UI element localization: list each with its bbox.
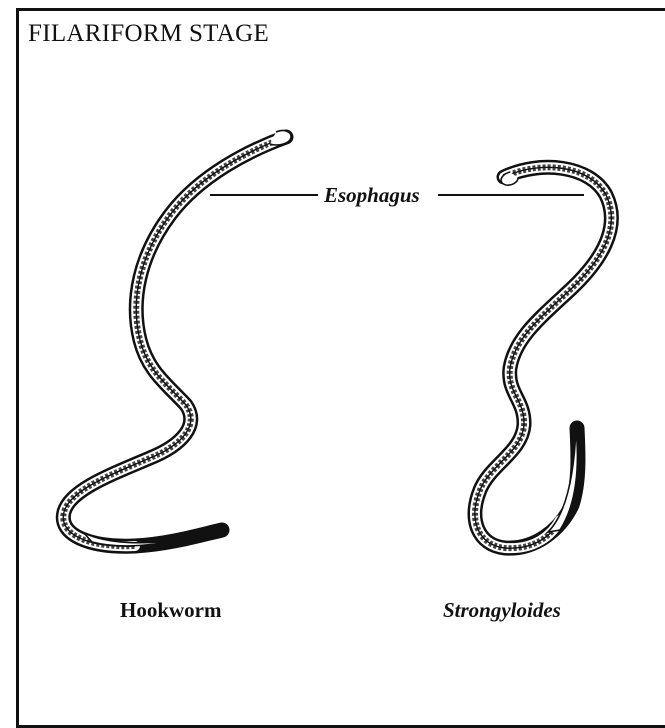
strongyloides-label: Strongyloides	[443, 598, 561, 623]
hookworm-label: Hookworm	[120, 598, 222, 623]
strongyloides-larva	[475, 167, 611, 548]
larvae-diagram	[0, 0, 665, 709]
hookworm-larva	[63, 131, 291, 547]
esophagus-label: Esophagus	[320, 183, 424, 208]
